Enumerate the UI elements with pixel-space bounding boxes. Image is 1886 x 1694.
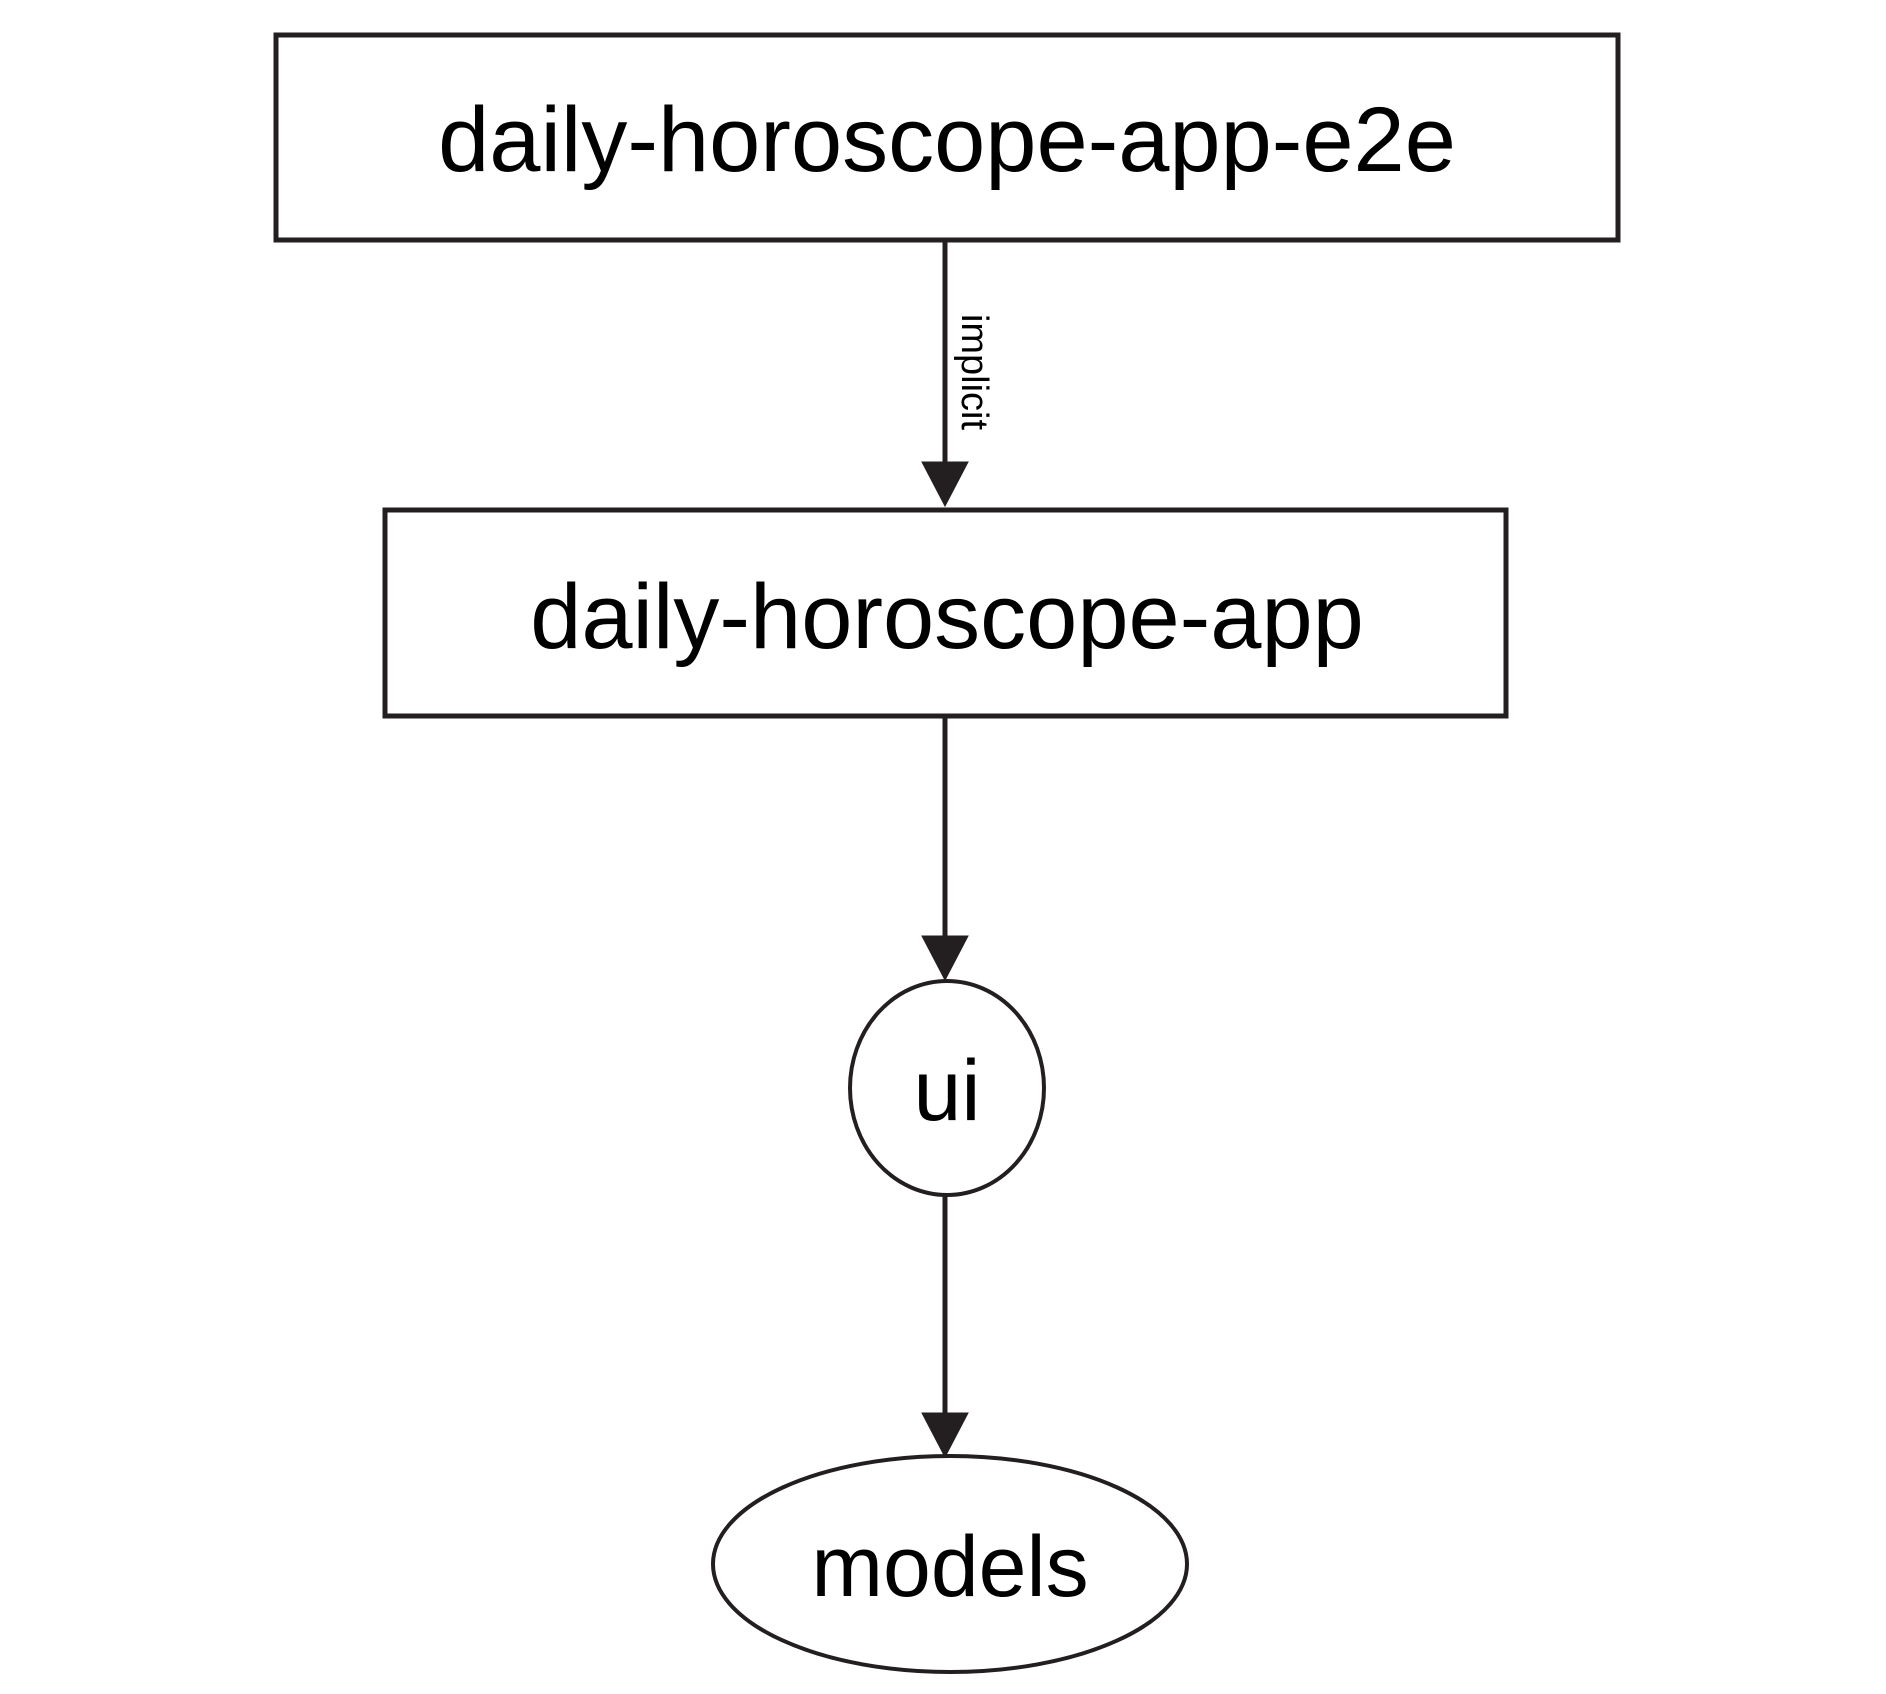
node-label-ui: ui	[914, 1043, 981, 1139]
node-rect-app[interactable]	[382, 507, 1509, 719]
edge-arrowhead-e2e-app	[921, 461, 969, 508]
node-ui[interactable]: ui	[848, 979, 1046, 1197]
edge-arrowhead-ui-models	[921, 1412, 969, 1459]
node-label-app: daily-horoscope-app	[530, 566, 1364, 668]
edge-arrowhead-app-ui	[921, 935, 969, 982]
node-label-models: models	[811, 1519, 1088, 1615]
edge-e2e-to-app: implicit	[921, 242, 995, 508]
node-daily-horoscope-app[interactable]: daily-horoscope-app	[382, 507, 1509, 719]
node-models[interactable]: models	[711, 1454, 1189, 1674]
node-rect-e2e[interactable]	[273, 32, 1621, 243]
edge-label-implicit: implicit	[953, 314, 995, 431]
node-daily-horoscope-app-e2e[interactable]: daily-horoscope-app-e2e	[273, 32, 1621, 243]
edge-app-to-ui	[921, 718, 969, 982]
node-ellipse-models[interactable]	[711, 1454, 1189, 1674]
node-label-e2e: daily-horoscope-app-e2e	[438, 89, 1456, 191]
edge-ui-to-models	[921, 1195, 969, 1459]
